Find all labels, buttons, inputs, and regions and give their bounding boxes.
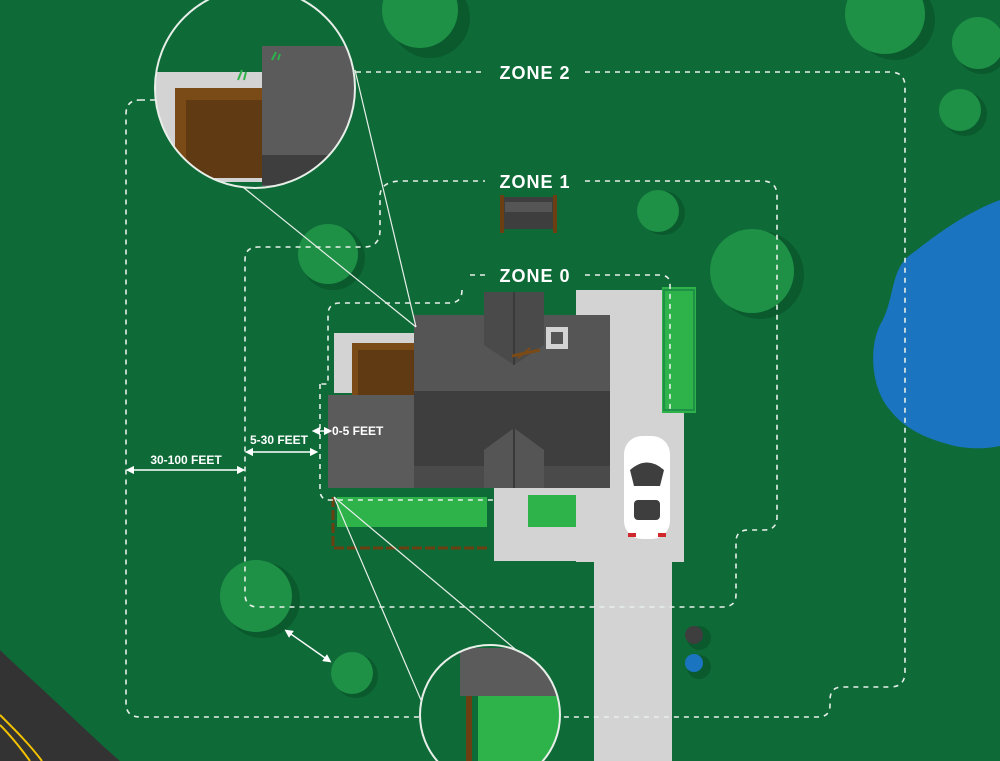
bench [500, 195, 557, 233]
tree [637, 190, 685, 235]
zoom-detail-roof-mulch [154, 0, 356, 189]
car [624, 436, 670, 539]
zone-1-label: ZONE 1 [499, 172, 570, 192]
zone-2-distance-label: 30-100 FEET [150, 453, 222, 467]
zoom-detail-fence-hedge [419, 644, 561, 761]
trees [220, 0, 1000, 698]
tree-spacing-arrow [284, 629, 332, 663]
zone-1-distance-label: 5-30 FEET [250, 433, 309, 447]
fence [331, 497, 490, 550]
zone-0-boundary [319, 274, 671, 501]
tree [220, 560, 300, 638]
zone-1-boundary [244, 180, 778, 608]
tree [939, 89, 987, 136]
shrub [331, 652, 378, 698]
zone-2-label: ZONE 2 [499, 63, 570, 83]
tree [382, 0, 470, 58]
hedges [337, 287, 696, 527]
tree [710, 229, 804, 319]
trash-bins [685, 626, 711, 679]
tree [845, 0, 935, 60]
tree [298, 224, 365, 290]
zone-0-label: ZONE 0 [499, 266, 570, 286]
zone-0-distance-label: 0-5 FEET [332, 424, 384, 438]
house [328, 292, 610, 488]
road [0, 650, 120, 761]
tree [952, 17, 1000, 74]
